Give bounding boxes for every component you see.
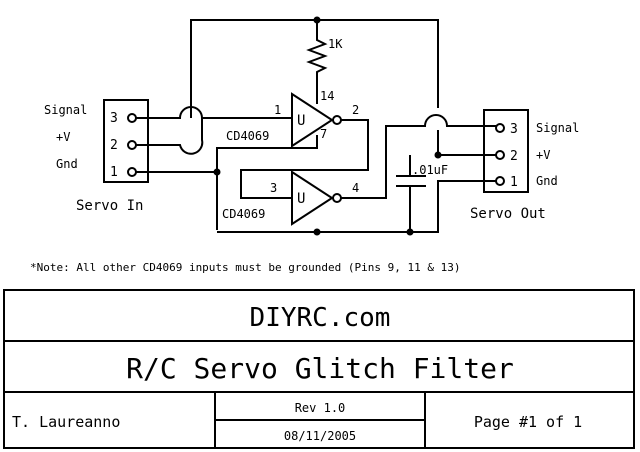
resistor-1k [306, 20, 328, 104]
servo-in-pin3-label: Signal [44, 103, 87, 117]
gate1-pin-out: 2 [352, 103, 359, 117]
servo-out-pin2-number: 2 [510, 149, 518, 164]
inverter-gate-2 [291, 170, 334, 226]
resistor-label: 1K [328, 37, 343, 51]
wire-signal-out [341, 114, 496, 199]
servo-out-pin2-terminal [495, 150, 505, 160]
junction-dot [406, 228, 414, 236]
gate2-chip-label: CD4069 [222, 207, 265, 221]
gate1-pin-gnd: 7 [320, 127, 327, 141]
servo-in-pin2-number: 2 [110, 138, 118, 153]
servo-out-pin3-terminal [495, 123, 505, 133]
company-name: DIYRC.com [250, 303, 391, 333]
servo-out-pin1-number: 1 [510, 175, 518, 190]
servo-in-pin1-number: 1 [110, 165, 118, 180]
servo-out-pin2-label: +V [536, 148, 550, 162]
grounding-note: *Note: All other CD4069 inputs must be g… [30, 261, 460, 274]
junction-dot [434, 151, 442, 159]
wire-signal-in [136, 106, 292, 119]
vcc-top-rail [190, 19, 439, 118]
servo-out-title: Servo Out [470, 206, 546, 222]
servo-in-pin3-terminal [127, 113, 137, 123]
junction-dot [213, 168, 221, 176]
junction-dot [313, 16, 321, 24]
revision: Rev 1.0 [295, 401, 346, 415]
inverter-1-bubble [332, 115, 342, 125]
servo-in-pin2-label: +V [56, 130, 70, 144]
servo-in-connector-box [103, 99, 149, 183]
gate1-pin-vdd: 14 [320, 89, 334, 103]
page-number: Page #1 of 1 [474, 413, 582, 431]
author-name: T. Laureanno [12, 413, 120, 431]
junction-dot [313, 228, 321, 236]
servo-out-pin3-number: 3 [510, 122, 518, 137]
wire-vplus-in [136, 118, 204, 155]
servo-out-connector-box [483, 109, 529, 193]
servo-in-pin3-number: 3 [110, 111, 118, 126]
drawing-date: 08/11/2005 [284, 429, 356, 443]
servo-out-pin3-label: Signal [536, 121, 579, 135]
wire-gate1-gnd [216, 135, 318, 230]
drawing-title: R/C Servo Glitch Filter [126, 352, 514, 385]
gate2-symbol: U [297, 191, 305, 207]
wire-vplus-out [437, 130, 496, 156]
gate2-pin-out: 4 [352, 181, 359, 195]
gate1-symbol: U [297, 113, 305, 129]
servo-out-pin1-label: Gnd [536, 174, 558, 188]
servo-in-title: Servo In [76, 198, 143, 214]
servo-in-pin1-terminal [127, 167, 137, 177]
title-block-frame [3, 289, 635, 449]
inverter-gate-1 [291, 92, 334, 148]
wire-gate1-to-gate2 [240, 119, 369, 199]
gate1-chip-label: CD4069 [226, 129, 269, 143]
inverter-2-bubble [332, 193, 342, 203]
gate1-pin-in: 1 [274, 103, 281, 117]
capacitor-label: .01uF [412, 163, 448, 177]
servo-in-pin1-label: Gnd [56, 157, 78, 171]
gate2-pin-in: 3 [270, 181, 277, 195]
servo-in-pin2-terminal [127, 140, 137, 150]
wire-gnd-out [217, 180, 496, 233]
servo-out-pin1-terminal [495, 176, 505, 186]
